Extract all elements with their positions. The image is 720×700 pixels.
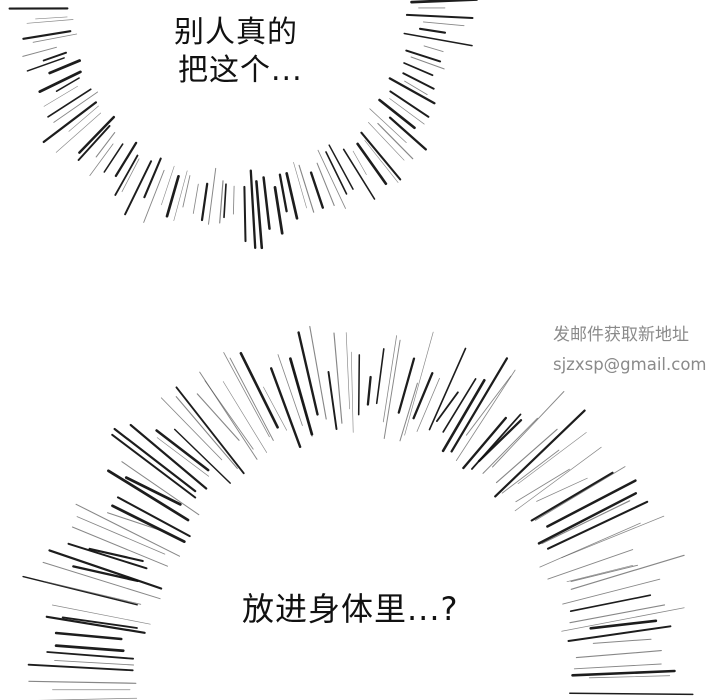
watermark-line-1: 发邮件获取新地址	[553, 325, 689, 345]
bottom-focus-ring	[22, 325, 694, 700]
watermark: 发邮件获取新地址 sjzxsp@gmail.com	[553, 320, 707, 380]
speech-top-line-2: 把这个...	[178, 52, 303, 88]
speech-bottom-line-1: 放进身体里...?	[242, 590, 459, 628]
watermark-email: sjzxsp@gmail.com	[553, 355, 707, 374]
speech-text-bottom: 放进身体里...?	[242, 589, 459, 629]
top-focus-ring	[8, 0, 478, 250]
speech-text-top: 别人真的 把这个...	[174, 14, 303, 89]
speech-top-line-1: 别人真的	[174, 15, 298, 50]
